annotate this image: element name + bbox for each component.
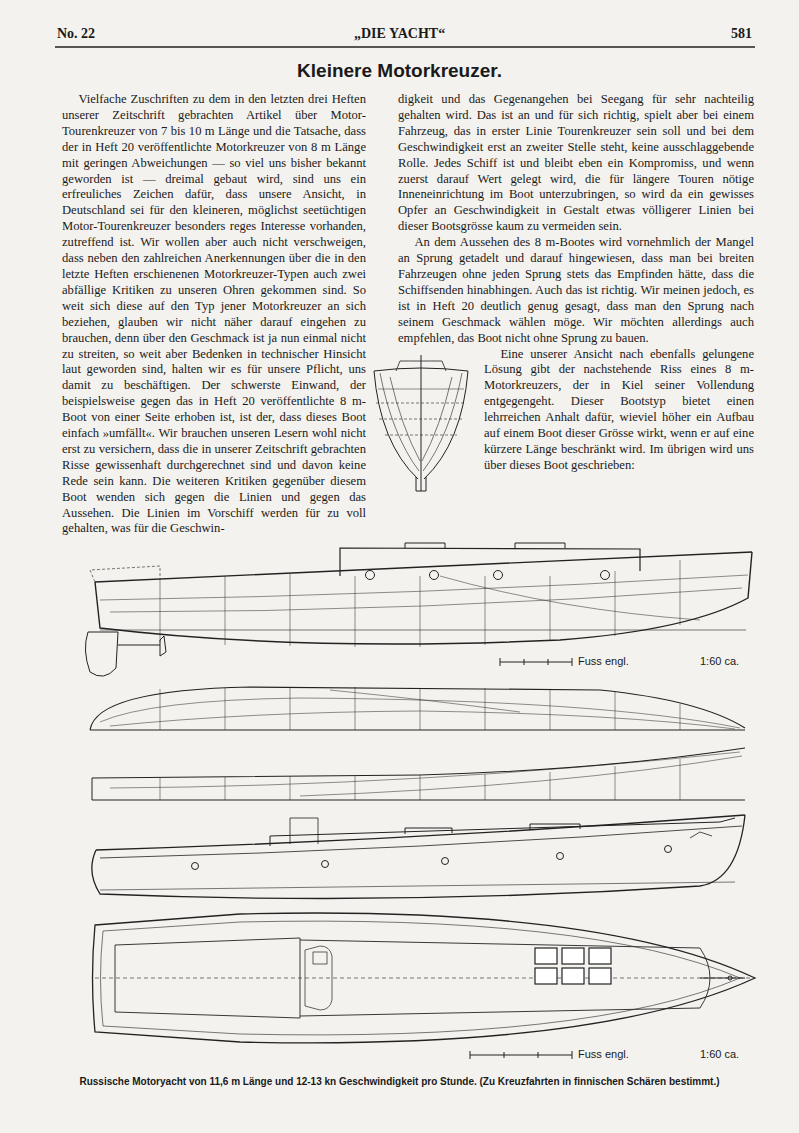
half-breadth-plan — [90, 687, 745, 730]
scale-ratio: 1:60 ca. — [700, 1048, 739, 1060]
yacht-profile — [92, 815, 745, 899]
waterline-plan — [92, 748, 745, 800]
journal-name: „DIE YACHT“ — [354, 26, 445, 42]
page-number: 581 — [731, 26, 752, 42]
text-column: digkeit und das Gegenangehen bei Seegang… — [398, 92, 754, 497]
deck-plan — [93, 913, 756, 1059]
article-paragraph: digkeit und das Gegenangehen bei Seegang… — [398, 92, 754, 235]
figure-caption: Russische Motoryacht von 11,6 m Länge un… — [79, 1076, 719, 1087]
article-paragraph: An dem Aussehen des 8 m-Bootes wird vorn… — [398, 235, 754, 346]
page-title: Kleinere Motorkreuzer. — [297, 60, 502, 81]
issue-number: No. 22 — [57, 26, 95, 42]
article-paragraph: Vielfache Zuschriften zu dem in den letz… — [62, 92, 366, 537]
scale-unit: Fuss engl. — [578, 1048, 629, 1060]
scale-unit: Fuss engl. — [578, 655, 629, 667]
profile-drawing — [85, 543, 752, 676]
text-column: Vielfache Zuschriften zu dem in den letz… — [62, 92, 366, 537]
title-area: Kleinere Motorkreuzer. — [0, 60, 799, 82]
article-paragraph: Eine unserer Ansicht nach ebenfalls gelu… — [398, 347, 754, 474]
caption-area: Russische Motoryacht von 11,6 m Länge un… — [40, 1071, 759, 1089]
scale-ratio: 1:60 ca. — [700, 655, 739, 667]
body-plan — [374, 355, 468, 491]
